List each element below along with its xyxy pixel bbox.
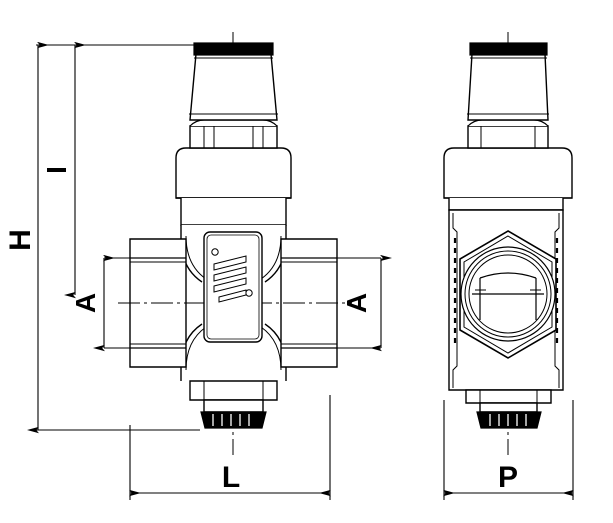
nameplate-dot-upper: [211, 248, 219, 256]
side-bottom-cap-knurl: [489, 414, 527, 426]
label-P: P: [498, 461, 518, 494]
bottom-assembly: [189, 380, 278, 429]
hex-port-seat-sides: [479, 278, 537, 320]
knob-body: [189, 53, 278, 121]
label-L: L: [222, 461, 240, 494]
side-bottom-stem: [479, 402, 538, 413]
bottom-cap-knurl: [212, 414, 250, 426]
bottom-cap-fill: [200, 411, 267, 429]
spring-bonnet-dome: [175, 147, 292, 199]
bottom-flange: [189, 380, 278, 401]
adjustment-knob: [189, 53, 278, 121]
bonnet-skirt: [180, 198, 287, 226]
dimension-annotations: [36, 45, 573, 500]
bottom-stem: [203, 399, 264, 413]
lock-nut-chamfer: [189, 119, 278, 127]
label-A-right: A: [341, 293, 372, 313]
nameplate-stripe-3: [213, 277, 247, 293]
hexagonal-threaded-port: [459, 230, 557, 359]
side-lock-nut-chamfer: [467, 119, 549, 127]
side-bottom-assembly: [465, 389, 552, 429]
label-A-left: A: [70, 293, 101, 313]
nameplate-stripe-2: [213, 266, 247, 282]
nameplate-dot-lower: [245, 289, 253, 297]
side-view: [443, 32, 573, 455]
side-bottom-flange: [465, 389, 552, 404]
label-H: H: [4, 229, 37, 251]
nameplate-stripe-1: [213, 255, 247, 271]
side-bonnet-dome: [443, 147, 573, 199]
nameplate-logo: [211, 248, 253, 303]
side-top-cap-fill: [469, 42, 548, 56]
side-adjustment-knob: [467, 53, 549, 121]
front-view: [118, 32, 352, 455]
side-hex-lock-nut: [467, 119, 549, 149]
side-body-hidden-ribs: [453, 238, 559, 348]
hex-port-seat-arc: [479, 272, 537, 279]
lock-nut-body: [189, 125, 278, 149]
side-knurled-bottom-cap: [476, 411, 542, 429]
side-lock-nut-body: [467, 125, 549, 149]
adjustment-knob-cap: [193, 42, 274, 56]
identification-nameplate: [203, 231, 263, 343]
side-bottom-cap-fill: [476, 411, 542, 429]
nameplate-stripe-4: [218, 289, 247, 303]
label-I: I: [41, 166, 72, 174]
side-body-left-step: [452, 213, 458, 388]
side-knob-body: [467, 53, 549, 121]
hex-lock-nut: [189, 119, 278, 149]
side-bonnet-skirt: [448, 198, 564, 211]
knurled-bottom-cap: [200, 411, 267, 429]
dimension-labels: H I A A L P: [4, 166, 518, 494]
top-cap-fill: [193, 42, 274, 56]
